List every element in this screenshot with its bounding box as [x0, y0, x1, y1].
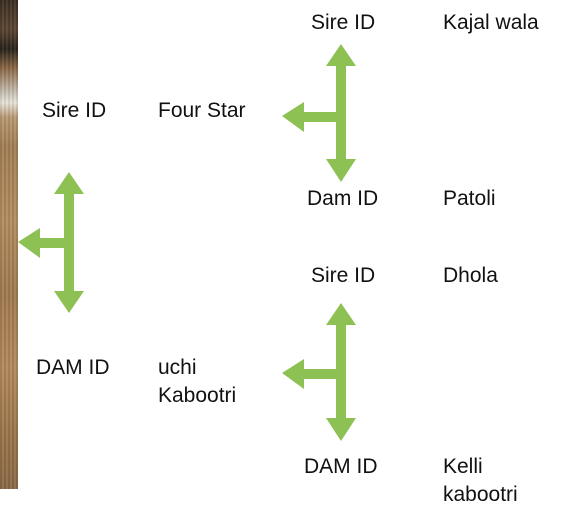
- dam-parent-sire-name: Dhola: [443, 264, 498, 287]
- root-sire-label: Sire ID: [42, 99, 107, 122]
- dam-parent-dam-label: DAM ID: [304, 455, 378, 478]
- root-dam-label: DAM ID: [36, 356, 110, 379]
- root-dam-name: uchi Kabootri: [158, 356, 237, 407]
- dam-left-arrow: [282, 359, 336, 389]
- sire-parent-dam-name: Patoli: [443, 187, 496, 210]
- dam-parent-sire-label: Sire ID: [311, 264, 376, 287]
- dam-parent-dam-name: Kelli kabootri: [443, 455, 518, 506]
- root-left-arrow: [18, 228, 64, 258]
- background-photo: [0, 0, 18, 489]
- dam-vertical-arrow: [326, 303, 356, 441]
- dam-connector: [282, 303, 356, 441]
- sire-vertical-arrow: [326, 44, 356, 182]
- sire-parent-sire-label: Sire ID: [311, 11, 376, 34]
- root-sire-name: Four Star: [158, 99, 246, 122]
- sire-parent-dam-label: Dam ID: [307, 187, 379, 210]
- root-vertical-arrow: [54, 172, 84, 313]
- sire-connector: [282, 44, 356, 182]
- sire-parent-sire-name: Kajal wala: [443, 11, 539, 34]
- sire-left-arrow: [282, 102, 336, 132]
- root-connector: [18, 172, 84, 313]
